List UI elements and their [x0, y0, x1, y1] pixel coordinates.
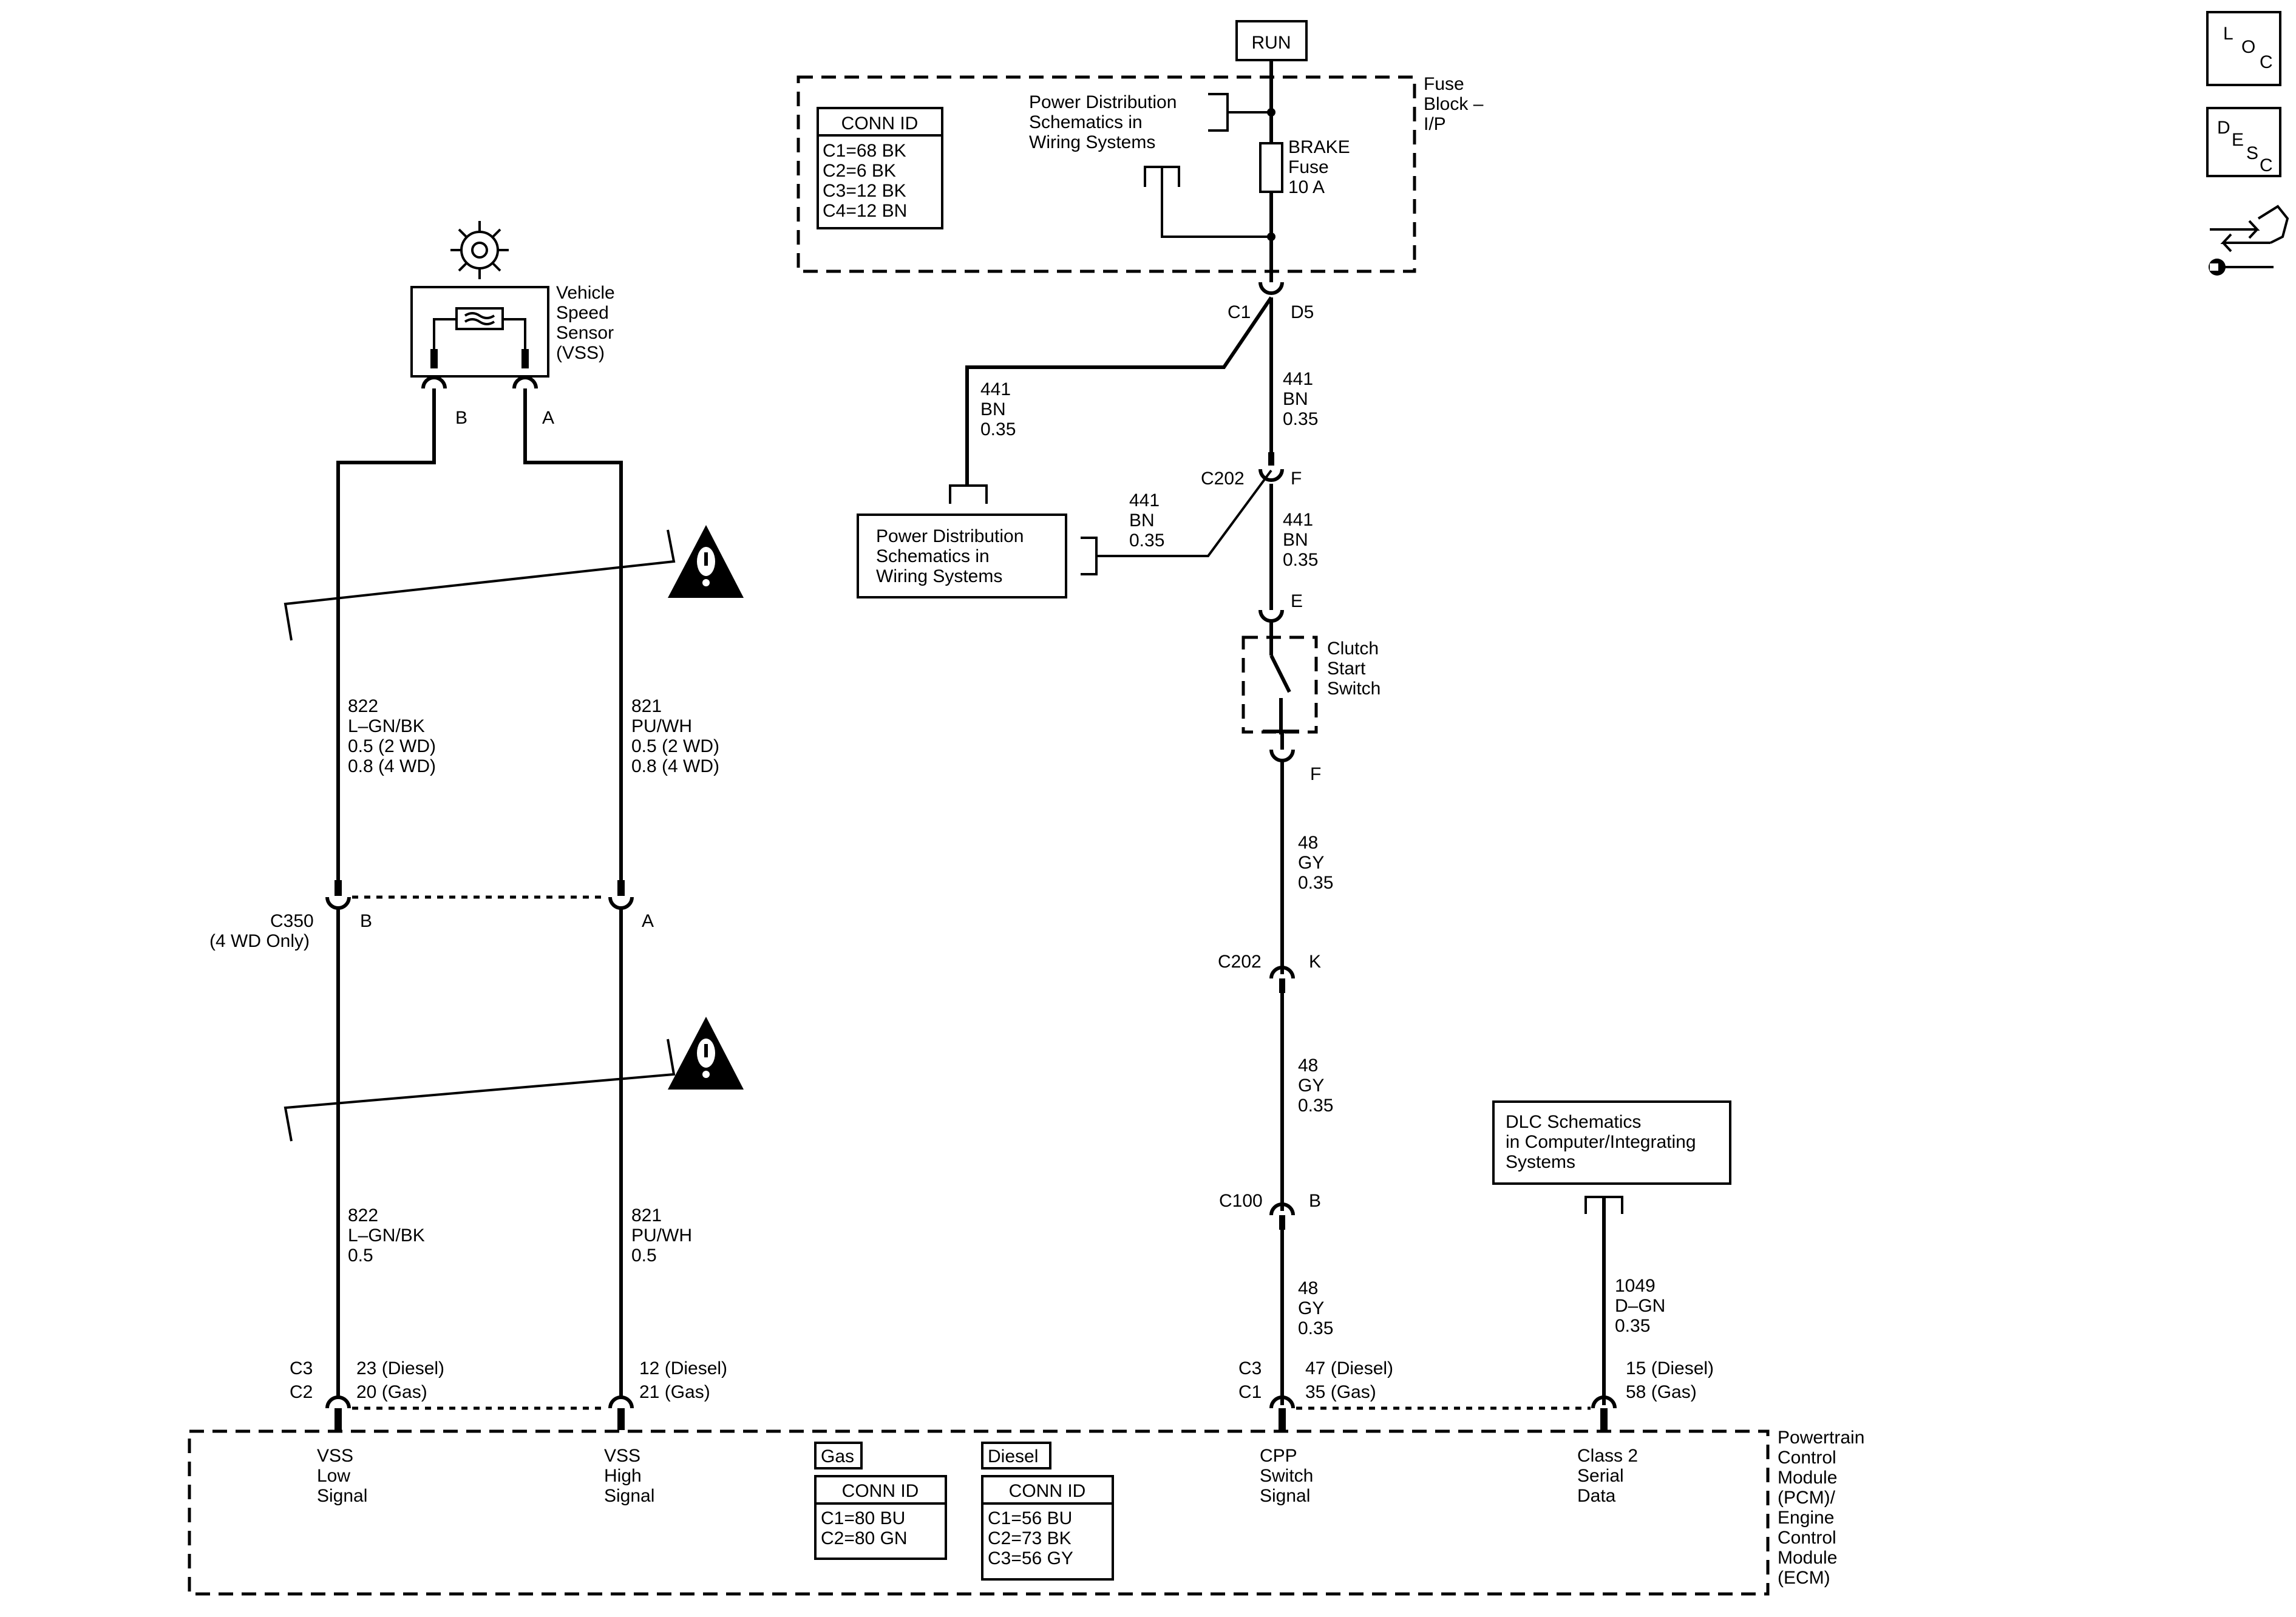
wire-821-upper-label: 821 PU/WH 0.5 (2 WD) 0.8 (4 WD) — [631, 696, 724, 776]
c350-note: (4 WD Only) — [209, 931, 310, 951]
gas-conn-id-table — [814, 1475, 947, 1560]
wire-821 — [523, 388, 623, 880]
svg-text:D: D — [2217, 118, 2230, 138]
c350-pin-b: B — [360, 911, 372, 931]
svg-text:L: L — [2223, 24, 2233, 44]
power-dist-box[interactable] — [857, 514, 1067, 598]
class2-pins: 15 (Diesel) 58 (Gas) — [1626, 1358, 1719, 1402]
gas-label: Gas — [821, 1446, 854, 1466]
clutch-pin-e-connector — [1258, 609, 1284, 623]
cpp-conn: C3 C1 — [1238, 1358, 1267, 1402]
c202-pin-f: F — [1291, 469, 1302, 489]
power-dist-bracket-lower — [1144, 166, 1270, 238]
svg-text:C: C — [2260, 155, 2273, 175]
warning-icon — [668, 525, 744, 598]
c1-d5-connector — [1258, 282, 1284, 295]
cpp-switch-signal: CPP Switch Signal — [1260, 1446, 1319, 1506]
fuse-block-conn-id-table — [817, 107, 943, 229]
svg-text:E: E — [2232, 130, 2244, 150]
wire-822 — [336, 388, 436, 880]
wire-48-c: 48 GY 0.35 — [1298, 1278, 1333, 1338]
c202-f-branch — [1081, 469, 1272, 575]
wire-822-lower-label: 822 L–GN/BK 0.5 — [348, 1205, 430, 1266]
clutch-switch-label: Clutch Start Switch — [1327, 639, 1384, 699]
c1-name: C1 — [1228, 302, 1251, 322]
brake-fuse — [1259, 142, 1283, 193]
fuse-block-conn-id-header: CONN ID — [841, 114, 919, 134]
fuse-block-power-dist-ref[interactable]: Power Distribution Schematics in Wiring … — [1029, 92, 1182, 152]
warning-icon — [668, 1017, 744, 1090]
wire-441-d: 441 BN 0.35 — [1283, 510, 1318, 570]
clutch-pin-e: E — [1291, 591, 1303, 611]
dlc-box[interactable] — [1492, 1100, 1731, 1185]
dlc-box-text: DLC Schematics in Computer/Integrating S… — [1506, 1112, 1701, 1172]
c1-pin: D5 — [1291, 302, 1314, 322]
diagnostic-tool-icon[interactable] — [2209, 205, 2289, 276]
vss-pin-a-connector — [512, 376, 538, 389]
vss-low-pins: 23 (Diesel) 20 (Gas) — [356, 1358, 449, 1402]
c100-name: C100 — [1219, 1191, 1263, 1211]
fuse-block-conn-id-list: C1=68 BK C2=6 BK C3=12 BK C4=12 BN — [823, 141, 911, 221]
c202-pin-k: K — [1309, 952, 1321, 972]
vss-high-signal: VSS High Signal — [604, 1446, 654, 1506]
wire-821-lower-label: 821 PU/WH 0.5 — [631, 1205, 697, 1266]
clutch-pin-f: F — [1310, 764, 1321, 784]
vss-low-signal: VSS Low Signal — [317, 1446, 367, 1506]
gear-icon — [450, 221, 509, 279]
vss-pin-b-connector — [421, 376, 447, 389]
fuse-block-outline — [796, 75, 1416, 273]
gas-conn-id-list: C1=80 BU C2=80 GN — [821, 1508, 911, 1548]
wire-441-c: 441 BN 0.35 — [1129, 490, 1164, 551]
clutch-pin-f-connector — [1269, 749, 1295, 762]
fuse-block-label: Fuse Block – I/P — [1424, 74, 1489, 134]
c202-name-upper: C202 — [1201, 469, 1245, 489]
power-dist-bracket — [1208, 93, 1270, 132]
svg-text:O: O — [2241, 37, 2255, 57]
diesel-conn-id-table — [981, 1475, 1114, 1581]
run-label: RUN — [1252, 33, 1291, 53]
c202-name-lower: C202 — [1218, 952, 1262, 972]
twisted-pair-lower — [284, 1039, 676, 1142]
c350-pin-a-connector — [608, 897, 634, 910]
desc-button[interactable]: D E S C — [2206, 107, 2281, 177]
vss-pin-b: B — [455, 408, 467, 428]
c350-name: C350 — [270, 911, 314, 931]
pcm-outline — [188, 1429, 1770, 1596]
gas-tag — [814, 1442, 863, 1470]
diesel-label: Diesel — [988, 1446, 1038, 1466]
wire-1049-label: 1049 D–GN 0.35 — [1615, 1276, 1671, 1336]
vss-low-conn: C3 C2 — [290, 1358, 318, 1402]
vss-pin-a: A — [542, 408, 554, 428]
c350-pin-a: A — [642, 911, 654, 931]
vss-high-pins: 12 (Diesel) 21 (Gas) — [639, 1358, 732, 1402]
wire-441-b: 441 BN 0.35 — [980, 379, 1016, 439]
c202-f-connector — [1258, 469, 1284, 482]
twisted-pair-upper — [284, 529, 676, 641]
c100-connector — [1269, 1202, 1295, 1216]
gas-conn-id-header: CONN ID — [842, 1481, 919, 1501]
c350-pin-b-connector — [325, 897, 351, 910]
clutch-start-switch — [1241, 636, 1318, 734]
svg-text:C: C — [2260, 52, 2273, 72]
wire-48-a: 48 GY 0.35 — [1298, 833, 1333, 893]
vss-label: Vehicle Speed Sensor (VSS) — [556, 283, 620, 363]
wire-441-branch — [965, 296, 1273, 486]
diesel-conn-id-list: C1=56 BU C2=73 BK C3=56 GY — [988, 1508, 1078, 1568]
cpp-pins: 47 (Diesel) 35 (Gas) — [1305, 1358, 1398, 1402]
wire-48-b: 48 GY 0.35 — [1298, 1056, 1333, 1116]
c202-k-connector — [1269, 966, 1295, 979]
class2-serial-data: Class 2 Serial Data — [1577, 1446, 1643, 1506]
diesel-tag — [981, 1442, 1051, 1470]
wire-441-a: 441 BN 0.35 — [1283, 369, 1318, 429]
c100-pin: B — [1309, 1191, 1321, 1211]
loc-button[interactable]: L O C — [2206, 11, 2281, 86]
wire-822-upper-label: 822 L–GN/BK 0.5 (2 WD) 0.8 (4 WD) — [348, 696, 441, 776]
pcm-label: Powertrain Control Module (PCM)/ Engine … — [1778, 1428, 1870, 1588]
power-dist-box-text: Power Distribution Schematics in Wiring … — [876, 526, 1029, 586]
brake-fuse-label: BRAKE Fuse 10 A — [1288, 137, 1355, 197]
diesel-conn-id-header: CONN ID — [1009, 1481, 1086, 1501]
svg-text:S: S — [2246, 143, 2258, 163]
